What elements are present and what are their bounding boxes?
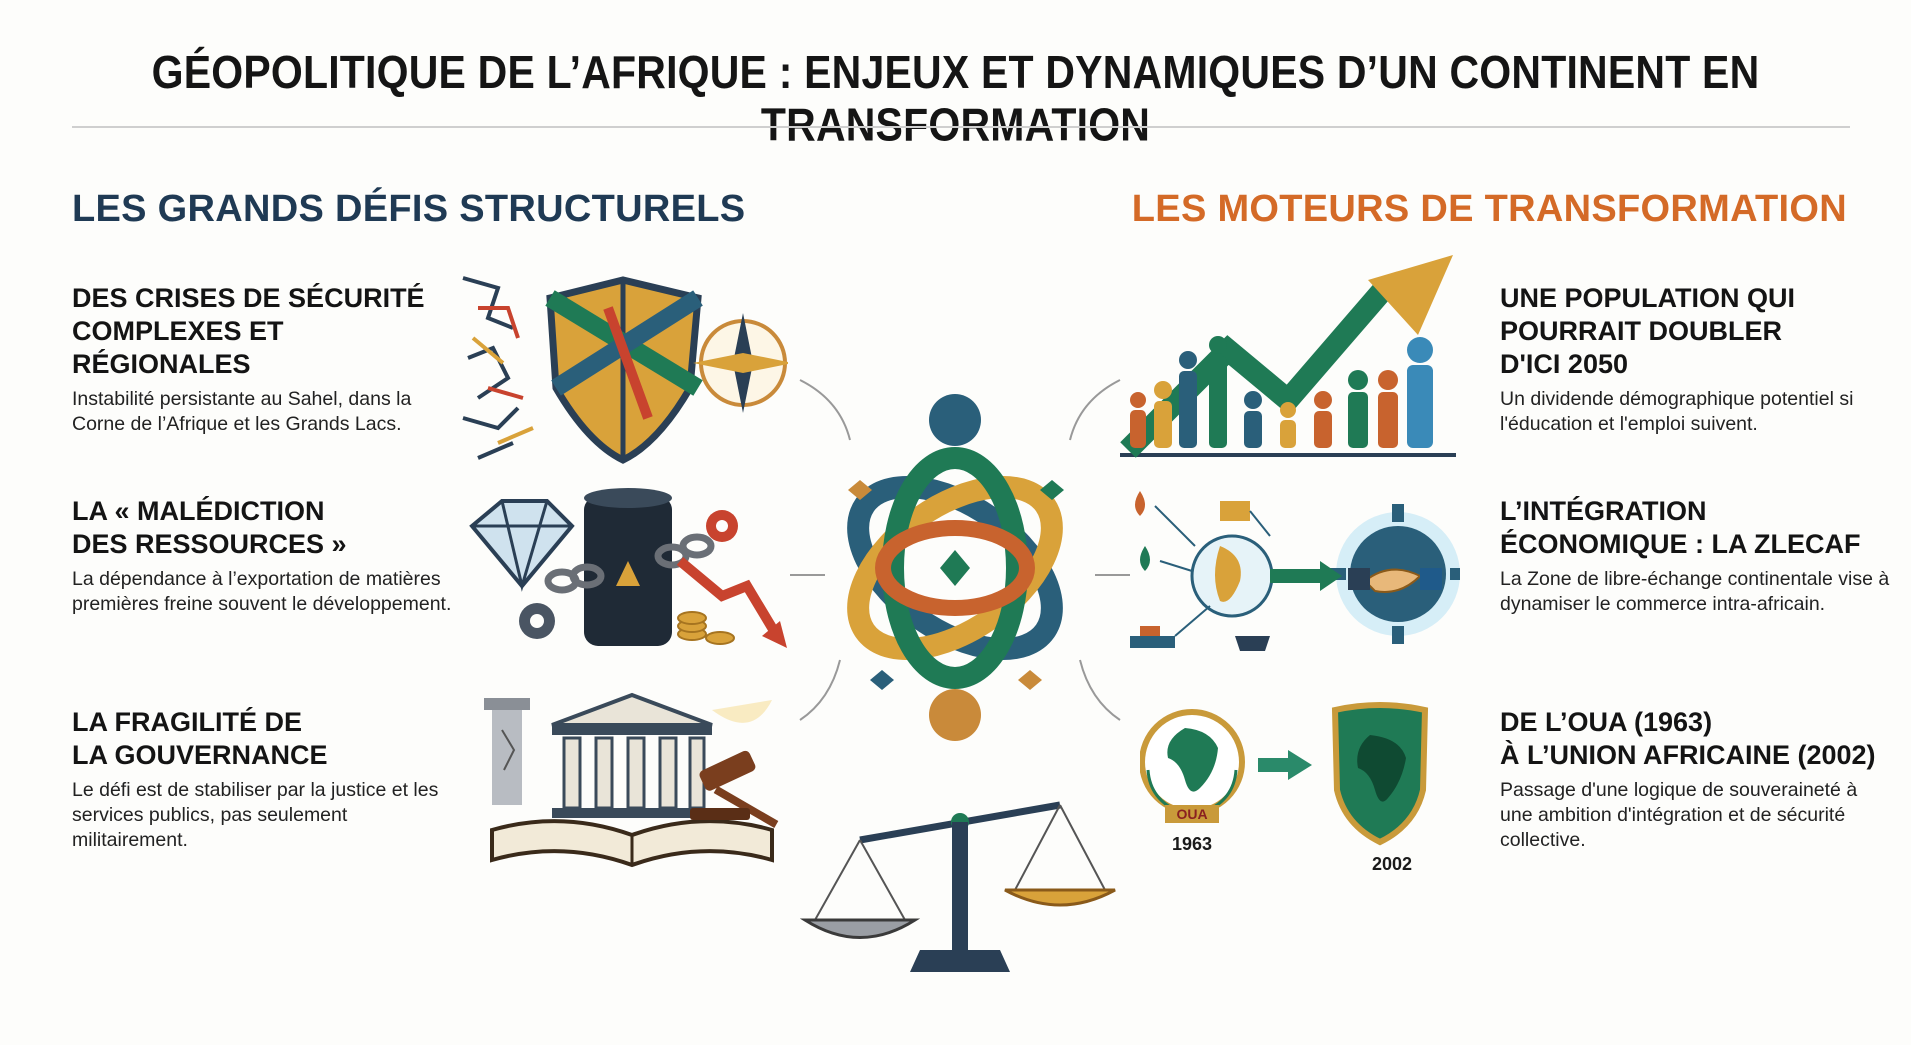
challenge-resources-title: LA « MALÉDICTION DES RESSOURCES » xyxy=(72,496,347,559)
challenge-governance-title: LA FRAGILITÉ DE LA GOUVERNANCE xyxy=(72,707,328,770)
au-year-label: 2002 xyxy=(1372,854,1412,874)
driver-population-description: Un dividende démographique potentiel si … xyxy=(1500,388,1854,435)
diamond-oil-barrel-chain-icon xyxy=(469,488,787,648)
broken-shield-compass-icon xyxy=(462,276,788,464)
page-title: GÉOPOLITIQUE DE L’AFRIQUE : ENJEUX ET DY… xyxy=(151,46,1760,151)
oua-to-au-emblem-icon: OUA 1963 2002 xyxy=(1140,702,1429,874)
driver-oua-au-description: Passage d'une logique de souveraineté à … xyxy=(1500,779,1858,851)
interlocking-rings-knot-icon xyxy=(847,394,1064,741)
challenge-security-title: DES CRISES DE SÉCURITÉ COMPLEXES ET RÉGI… xyxy=(72,283,425,379)
connector-lines xyxy=(790,379,1130,721)
challenge-security: DES CRISES DE SÉCURITÉ COMPLEXES ET RÉGI… xyxy=(72,282,452,437)
oua-emblem-label: OUA xyxy=(1176,806,1207,822)
challenge-governance: LA FRAGILITÉ DE LA GOUVERNANCE Le défi e… xyxy=(72,706,452,853)
oua-year-label: 1963 xyxy=(1172,834,1212,854)
balance-scale-icon xyxy=(800,801,1116,972)
challenge-security-description: Instabilité persistante au Sahel, dans l… xyxy=(72,388,412,435)
left-column-heading: LES GRANDS DÉFIS STRUCTURELS xyxy=(72,188,746,230)
driver-zlecaf: L’INTÉGRATION ÉCONOMIQUE : LA ZLECAF La … xyxy=(1500,495,1890,617)
challenge-resources: LA « MALÉDICTION DES RESSOURCES » La dép… xyxy=(72,495,452,617)
title-divider xyxy=(72,126,1850,128)
challenge-resources-description: La dépendance à l’exportation de matière… xyxy=(72,568,452,615)
driver-population-title: UNE POPULATION QUI POURRAIT DOUBLER D'IC… xyxy=(1500,283,1796,379)
institution-gavel-book-icon xyxy=(484,692,779,868)
population-growth-arrow-icon xyxy=(1120,255,1456,458)
driver-oua-au-title: DE L’OUA (1963) À L’UNION AFRICAINE (200… xyxy=(1500,707,1876,770)
driver-zlecaf-description: La Zone de libre-échange continentale vi… xyxy=(1500,568,1890,615)
trade-network-handshake-icon xyxy=(1130,491,1460,651)
driver-oua-au: DE L’OUA (1963) À L’UNION AFRICAINE (200… xyxy=(1500,706,1890,853)
right-column-heading: LES MOTEURS DE TRANSFORMATION xyxy=(1131,188,1847,230)
challenge-governance-description: Le défi est de stabiliser par la justice… xyxy=(72,779,439,851)
driver-zlecaf-title: L’INTÉGRATION ÉCONOMIQUE : LA ZLECAF xyxy=(1500,496,1861,559)
driver-population: UNE POPULATION QUI POURRAIT DOUBLER D'IC… xyxy=(1500,282,1890,437)
